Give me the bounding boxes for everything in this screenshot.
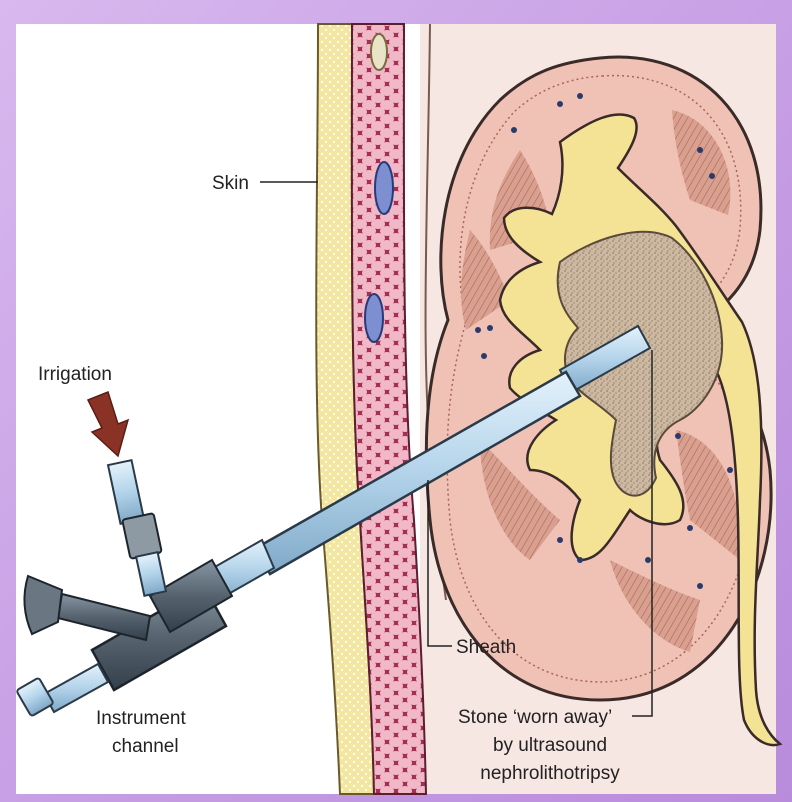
label-stone-2: by ultrasound: [493, 735, 607, 756]
instrument-channel-rod: [44, 664, 108, 712]
irrigation-tube: [108, 460, 144, 524]
instrument-channel-cap: [16, 678, 54, 717]
irrigation-arrow-icon: [88, 392, 128, 456]
label-irrigation: Irrigation: [38, 364, 112, 385]
blood-vessel: [365, 294, 383, 342]
label-stone-1: Stone ‘worn away’: [458, 707, 612, 728]
label-stone-3: nephrolithotripsy: [480, 763, 620, 784]
label-instrument-channel-1: Instrument: [96, 708, 186, 729]
blood-vessel: [371, 34, 387, 70]
blood-vessel: [375, 162, 393, 214]
label-sheath: Sheath: [456, 637, 516, 658]
label-instrument-channel-2: channel: [112, 736, 179, 757]
label-skin: Skin: [212, 173, 249, 194]
eyepiece-cone: [25, 576, 62, 634]
irrigation-connector: [136, 552, 166, 596]
eyepiece-arm: [58, 594, 150, 640]
